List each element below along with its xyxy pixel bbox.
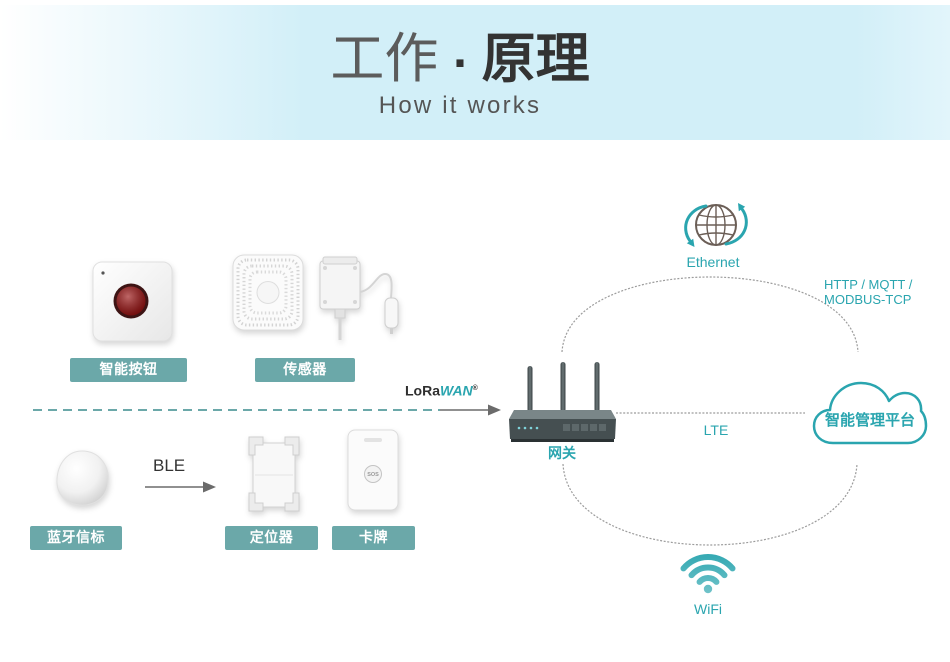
page-subtitle: How it works (378, 92, 542, 119)
sos-button-icon (364, 465, 382, 483)
locator-icon (248, 436, 300, 512)
gateway-label: 网关 (548, 446, 576, 462)
protocols-line-1: HTTP / MQTT / (824, 277, 913, 292)
locator-label: 定位器 (225, 526, 318, 550)
title-light: 工作 (330, 27, 439, 90)
panic-button-icon (92, 261, 173, 342)
ble-arrowhead (203, 481, 216, 493)
sensor-label: 传感器 (255, 358, 355, 382)
globe-icon (684, 203, 748, 247)
bluetooth-beacon-icon (56, 450, 109, 506)
lorawan-logo: LoRaWAN® (405, 381, 478, 399)
page-title: 工作 · 原理 (200, 28, 720, 90)
probe-sensor-icon (319, 256, 399, 340)
platform-label: 智能管理平台 (824, 411, 915, 429)
card-label: 卡牌 (332, 526, 415, 550)
cloud-icon (812, 381, 928, 445)
wifi-label: WiFi (694, 601, 722, 617)
lorawan-arrowhead (488, 404, 501, 416)
title-bold: 原理 (481, 27, 590, 90)
lorawan-logo-mark: ® (472, 385, 478, 392)
lorawan-logo-wan: WAN (440, 382, 473, 399)
speaker-sensor-icon (232, 254, 304, 331)
lte-label: LTE (703, 422, 729, 438)
router-icon (509, 362, 616, 442)
title-separator: · (452, 41, 468, 87)
header-banner (0, 5, 950, 140)
ethernet-link-arc (561, 276, 859, 353)
lorawan-logo-lora: LoRa (405, 382, 440, 399)
wifi-icon (679, 548, 737, 596)
badge-card-icon: SOS (347, 429, 399, 511)
protocols-line-2: MODBUS-TCP (824, 292, 912, 307)
beacon-label: 蓝牙信标 (30, 526, 122, 550)
ethernet-label: Ethernet (686, 254, 740, 270)
smart-button-label: 智能按钮 (70, 358, 187, 382)
ble-link-label: BLE (153, 456, 186, 475)
wifi-link-arc (562, 463, 858, 546)
sos-button-text: SOS (367, 472, 379, 478)
